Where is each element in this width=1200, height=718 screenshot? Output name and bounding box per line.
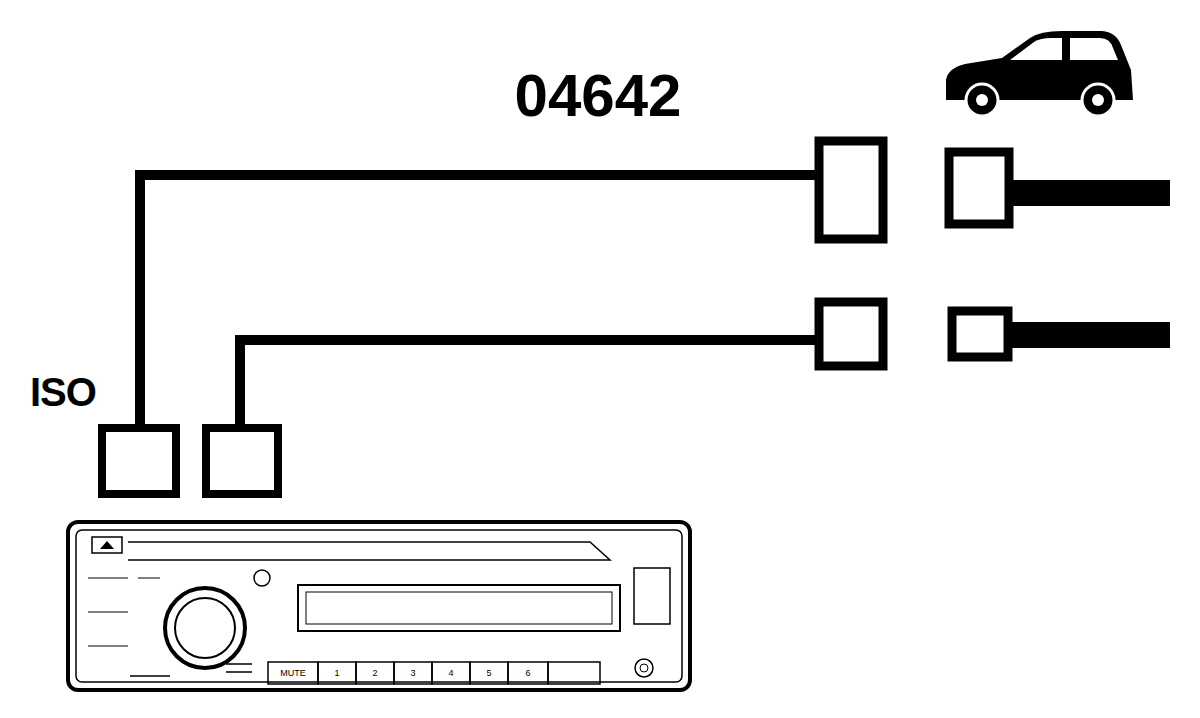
iso-connector [102, 428, 278, 494]
button-label: 2 [372, 669, 377, 678]
button-label: 4 [448, 669, 453, 678]
part-number: 04642 [515, 66, 682, 126]
connector-standard: ISO [30, 372, 96, 412]
adapter-cable [140, 175, 815, 425]
car-icon [946, 31, 1133, 116]
button-label: 6 [525, 669, 530, 678]
adapter-connector [819, 141, 883, 366]
button-label: 1 [334, 669, 339, 678]
vehicle-connector [949, 152, 1170, 357]
button-label: 3 [410, 669, 415, 678]
car-radio [68, 522, 690, 690]
button-label: MUTE [280, 669, 306, 678]
button-label: 5 [486, 669, 491, 678]
